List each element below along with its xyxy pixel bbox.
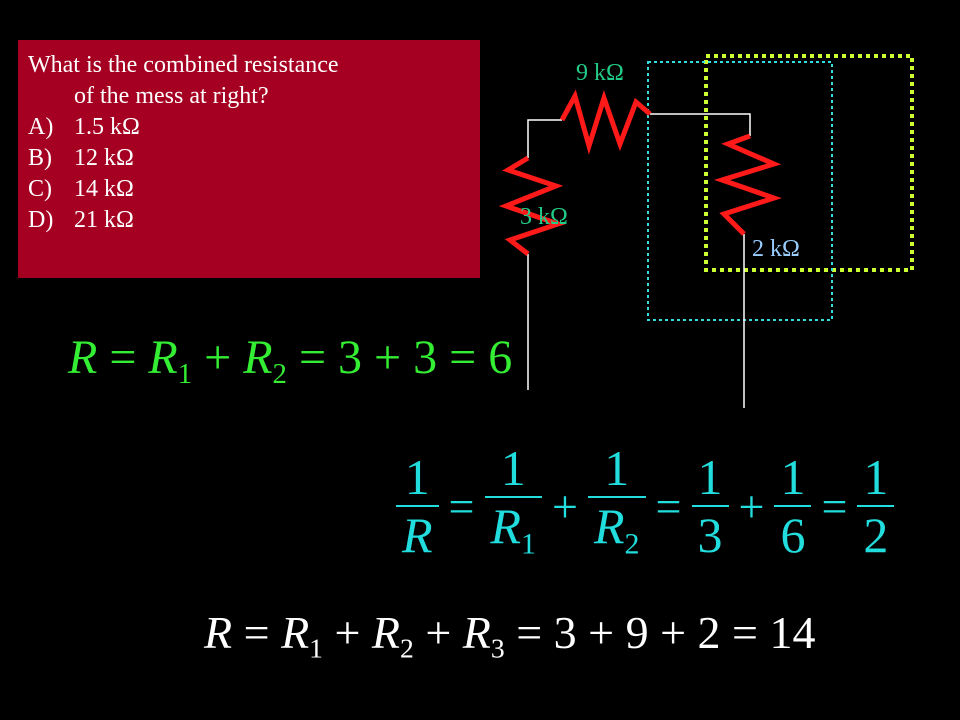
eq3-b: 9: [625, 607, 649, 658]
eq2-den-r1: R: [490, 498, 522, 554]
option-d-letter: D): [28, 207, 54, 233]
question-text-line-2: of the mess at right?: [74, 83, 269, 109]
resistor-9k: [559, 89, 652, 155]
equation-series-total: R = R1 + R2 + R3 = 3 + 9 + 2 = 14: [204, 607, 816, 664]
wire-left-top: [527, 119, 562, 158]
label-3k: 3 kΩ: [520, 204, 568, 230]
eq3-c: 2: [697, 607, 721, 658]
eq2-den-2: 2: [863, 507, 889, 564]
eq1-r1: R: [148, 331, 178, 384]
eq3-lhs: R: [204, 607, 233, 658]
eq2-num-4: 1: [697, 449, 723, 506]
inner-parallel-box: [647, 61, 833, 321]
eq3-r2: R: [371, 607, 401, 658]
eq2-num-2: 1: [500, 440, 526, 496]
eq3-r3-sub: 3: [490, 632, 505, 664]
option-d: D) 21 kΩ: [28, 205, 480, 236]
option-b-text: 12 kΩ: [74, 145, 134, 171]
eq3-r3: R: [462, 607, 491, 658]
option-b-letter: B): [28, 145, 52, 171]
eq2-num-3: 1: [604, 440, 630, 496]
eq2-den-3: 3: [697, 507, 723, 564]
eq3-r2-sub: 2: [400, 632, 414, 664]
eq2-num-6: 1: [863, 449, 889, 506]
eq3-result: 14: [769, 607, 816, 658]
eq1-b: 3: [413, 331, 438, 384]
option-a: A) 1.5 kΩ: [28, 112, 480, 143]
eq3-r1-sub: 1: [309, 632, 323, 664]
option-b: B) 12 kΩ: [28, 143, 480, 174]
eq1-r2-sub: 2: [272, 358, 287, 391]
equation-series-pair: R = R1 + R2 = 3 + 3 = 6: [68, 331, 513, 391]
outer-series-box: [704, 54, 914, 272]
eq3-r1: R: [281, 607, 310, 658]
option-a-letter: A): [28, 114, 54, 140]
eq2-num-5: 1: [780, 449, 806, 506]
question-box: What is the combined resistance of the m…: [18, 40, 480, 278]
eq2-den-r: R: [402, 507, 433, 564]
eq1-lhs: R: [68, 331, 98, 384]
resistor-3k: [498, 155, 566, 256]
eq2-num-1: 1: [404, 449, 430, 506]
eq1-a: 3: [338, 331, 363, 384]
eq1-result: 6: [488, 331, 513, 384]
option-c-letter: C): [28, 176, 52, 202]
eq2-den-r1-sub: 1: [521, 527, 537, 561]
option-d-text: 21 kΩ: [74, 207, 134, 233]
option-c: C) 14 kΩ: [28, 174, 480, 205]
eq3-a: 3: [553, 607, 577, 658]
eq2-den-r2: R: [594, 498, 625, 554]
resistor-2k: [713, 133, 782, 236]
eq2-den-r2-sub: 2: [624, 527, 640, 561]
option-a-text: 1.5 kΩ: [74, 114, 140, 140]
eq1-r1-sub: 1: [177, 358, 193, 391]
label-2k: 2 kΩ: [752, 236, 800, 262]
option-c-text: 14 kΩ: [74, 176, 134, 202]
eq2-den-6: 6: [780, 507, 806, 564]
eq1-r2: R: [243, 331, 273, 384]
wire-top-right: [650, 113, 751, 136]
question-text-line-1: What is the combined resistance: [28, 52, 339, 78]
label-9k: 9 kΩ: [576, 60, 624, 86]
